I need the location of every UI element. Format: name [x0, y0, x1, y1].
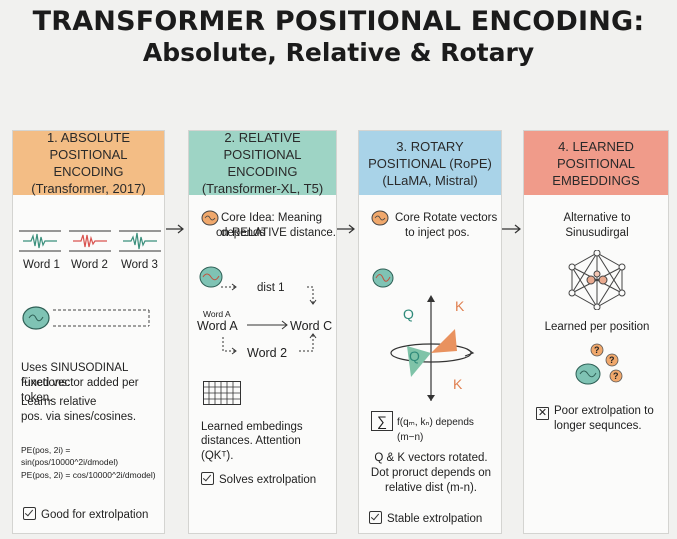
footer-learned-2: longer sequnces.: [554, 420, 642, 432]
header-line: (LLaMA, Mistral): [382, 172, 478, 188]
sigma-icon: ∑: [371, 411, 393, 431]
k-label-2: K: [453, 376, 463, 392]
uses-text-1: Uses SINUSODINAL functions:: [21, 362, 128, 389]
formula-cos: PE(pos, 2i) = cos/10000^2i/dmodel): [21, 470, 156, 480]
arrow-1-to-2: [166, 224, 184, 234]
x-icon: ✕: [536, 407, 549, 420]
title-line-1: TRANSFORMER POSITIONAL ENCODING:: [32, 6, 645, 37]
formula-sin: PE(pos, 2i) = sin(pos/10000^2i/dmodel): [21, 445, 119, 467]
relative-distance-graph: [199, 266, 317, 355]
alt-1: Alternative to: [563, 212, 631, 224]
desc-2: Dot proruct depends on: [370, 467, 492, 479]
panel-learned: 4. LEARNED POSITIONAL EMBEDDINGS Alterna…: [523, 130, 669, 534]
alt-2: Sinusudirgal: [565, 227, 629, 239]
panel-absolute-header: 1. ABSOLUTE POSITIONAL ENCODING (Transfo…: [13, 130, 164, 196]
grid-icon: [203, 381, 241, 405]
q-label: Q: [403, 306, 414, 322]
arrow-2-to-3: [337, 224, 355, 234]
question-mark: ?: [609, 355, 615, 365]
header-line: POSITIONAL: [556, 155, 636, 171]
header-line: 3. ROTARY: [396, 138, 464, 154]
panel-rotary-header: 3. ROTARY POSITIONAL (RoPE) (LLaMA, Mist…: [359, 131, 501, 195]
panel-learned-header: 4. LEARNED POSITIONAL EMBEDDINGS: [524, 131, 668, 195]
q-label-2: Q: [409, 348, 420, 364]
header-line: POSITIONAL ENCODING: [49, 147, 128, 179]
brain-icon: [371, 210, 389, 226]
footer-text: Poor extrolpation to: [554, 405, 654, 417]
arrow-3-to-4: [502, 224, 521, 234]
learns-text-2: pos. via sines/cosines.: [21, 411, 137, 423]
desc-3: relative dist (m-n).: [384, 482, 478, 494]
footer-relative: Solves extrolpation: [201, 472, 316, 488]
footer-text: Good for extrolpation: [41, 509, 149, 521]
check-icon: [369, 511, 382, 524]
waveform-icons: [19, 230, 161, 252]
header-line: EMBEDDINGS: [552, 172, 640, 188]
footer-text: Solves extrolpation: [219, 474, 317, 486]
learns-text-1: Learns relative: [21, 396, 97, 408]
learned-per-position: Learned per position: [544, 321, 650, 333]
panel-absolute: 1. ABSOLUTE POSITIONAL ENCODING (Transfo…: [12, 130, 165, 534]
word-label: Word 2: [71, 259, 108, 271]
header-line: POSITIONAL (RoPE): [368, 155, 492, 171]
desc-1: Q & K vectors rotated.: [374, 452, 488, 464]
header-line: (Transformer-XL, T5): [201, 181, 324, 196]
brain-icon: [372, 268, 394, 288]
brain-embedding-diagram: [22, 306, 150, 330]
panel-rotary: 3. ROTARY POSITIONAL (RoPE) (LLaMA, Mist…: [358, 130, 502, 534]
footer-text: Stable extrolpation: [387, 513, 483, 525]
brain-icon: [201, 210, 219, 226]
panel-relative-header: 2. RELATIVE POSITIONAL ENCODING (Transfo…: [189, 130, 336, 196]
title-line-2: Absolute, Relative & Rotary: [142, 38, 535, 67]
network-icon: [568, 250, 626, 310]
header-line: 1. ABSOLUTE: [46, 130, 131, 145]
core-idea-1: Core Idea: Meaning depends: [221, 212, 323, 239]
core-1: Core Rotate vectors: [395, 212, 498, 224]
learned-text-1: Learned embedings: [201, 421, 303, 433]
rotation-diagram: [390, 295, 475, 401]
uses-text-2: Fixed vector added per token.: [21, 377, 139, 404]
brain-question-icon: [575, 343, 623, 385]
dist-label: dist 1: [257, 282, 285, 294]
word-a: Word A: [197, 319, 238, 333]
word-a-small: Word A: [203, 309, 231, 319]
word-label: Word 1: [23, 259, 60, 271]
question-mark: ?: [594, 345, 600, 355]
word-2: Word 2: [247, 346, 288, 360]
footer-rotary: Stable extrolpation: [369, 511, 482, 527]
header-line: (Transformer, 2017): [31, 181, 146, 196]
footer-absolute: Good for extrolpation: [23, 507, 148, 523]
footer-learned: ✕ Poor extrolpation to: [536, 404, 654, 420]
word-label: Word 3: [121, 259, 158, 271]
header-line: 4. LEARNED: [558, 138, 634, 154]
rope-formula: f(qₘ, kₙ) depends (m−n): [397, 417, 474, 443]
k-label: K: [455, 298, 465, 314]
header-line: 2. RELATIVE: [224, 130, 301, 145]
header-line: POSITIONAL ENCODING: [223, 147, 302, 179]
check-icon: [201, 472, 214, 485]
check-icon: [23, 507, 36, 520]
panel-relative: 2. RELATIVE POSITIONAL ENCODING (Transfo…: [188, 130, 337, 534]
core-idea-2: on RELATIVE distance.: [216, 227, 336, 239]
question-mark: ?: [613, 371, 619, 381]
learned-text-2: distances. Attention (QKᵀ).: [201, 435, 301, 462]
word-c: Word C: [290, 319, 333, 333]
core-2: to inject pos.: [405, 227, 470, 239]
